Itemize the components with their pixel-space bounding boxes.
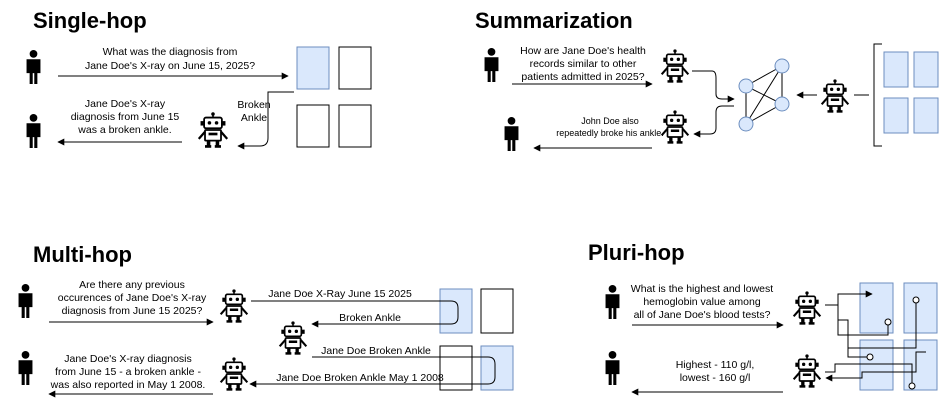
user-icon — [18, 284, 33, 318]
single-hop-answer-line-1: Jane Doe's X-ray — [85, 98, 166, 110]
graph-result-arrow — [693, 105, 734, 138]
graph-query-arrow — [692, 70, 735, 103]
document — [338, 104, 372, 148]
corpus-bracket — [873, 43, 882, 147]
multi-hop-question-line-2: occurences of Jane Doe's X-ray — [58, 292, 207, 304]
summarization-answer-line-2: repeatedly broke his ankle. — [556, 128, 664, 138]
pluri-hop-panel: Pluri-hop What is the highest and lowest… — [588, 240, 938, 396]
pluri-hop-answer-line-2: lowest - 160 g/l — [680, 372, 751, 384]
multi-hop-title: Multi-hop — [33, 242, 132, 267]
document — [439, 345, 473, 391]
user-icon — [18, 351, 33, 385]
single-hop-question-line-1: What was the diagnosis from — [103, 46, 238, 58]
robot-icon — [792, 290, 822, 326]
pluri-hop-answer-line-1: Highest - 110 g/l, — [676, 359, 755, 371]
knowledge-graph — [738, 58, 790, 132]
retrieved-answer-line-1: Broken — [237, 99, 270, 111]
document — [883, 97, 909, 134]
robot-icon — [660, 109, 690, 145]
multi-hop-answer-line-3: was also reported in May 1 2008. — [50, 379, 206, 391]
user-icon — [605, 285, 620, 319]
robot-icon — [219, 356, 249, 392]
pluri-hop-title: Pluri-hop — [588, 240, 685, 265]
document — [913, 97, 939, 134]
single-hop-title: Single-hop — [33, 8, 147, 33]
pluri-hop-question-line-2: hemoglobin value among — [643, 296, 760, 308]
user-icon — [484, 48, 499, 82]
single-hop-question-line-2: Jane Doe's X-ray on June 15, 2025? — [85, 60, 255, 72]
robot-icon — [820, 78, 850, 114]
document — [913, 51, 939, 88]
hop-1-result-arrow — [311, 300, 459, 328]
hop-2-query-label: Jane Doe Broken Ankle — [321, 345, 431, 357]
retrieval-arrow — [237, 91, 294, 150]
document — [480, 288, 514, 334]
summarization-title: Summarization — [475, 8, 633, 33]
fan-out-connectors — [825, 290, 926, 390]
single-hop-panel: Single-hop What was the diagnosis from J… — [26, 8, 372, 150]
summarization-panel: Summarization How are Jane Doe's health … — [475, 8, 939, 152]
hop-2-result-arrow — [249, 356, 496, 388]
retrieved-document — [439, 288, 473, 334]
hop-1-query-label: Jane Doe X-Ray June 15 2025 — [268, 288, 412, 300]
document — [883, 51, 909, 88]
hop-1-result-label: Broken Ankle — [339, 312, 401, 324]
single-hop-answer-line-3: was a broken ankle. — [77, 124, 171, 136]
user-icon — [26, 50, 41, 84]
document — [903, 282, 938, 334]
robot-icon — [278, 320, 308, 356]
summarization-answer-line-1: John Doe also — [581, 116, 639, 126]
user-icon — [605, 351, 620, 385]
retrieved-document — [296, 46, 330, 90]
multi-hop-panel: Multi-hop Are there any previous occuren… — [18, 242, 514, 398]
pluri-hop-question-line-3: all of Jane Doe's blood tests? — [634, 309, 771, 321]
document — [338, 46, 372, 90]
multi-hop-answer-line-1: Jane Doe's X-ray diagnosis — [64, 353, 192, 365]
robot-icon — [219, 288, 249, 324]
user-icon — [504, 117, 519, 151]
multi-hop-question-line-3: diagnosis from June 15 2025? — [62, 305, 203, 317]
robot-icon — [197, 111, 229, 149]
graph-node — [738, 78, 754, 94]
retrieved-answer-line-2: Ankle — [241, 112, 267, 124]
retrieved-document — [480, 345, 514, 391]
user-icon — [26, 114, 41, 148]
summarization-question-line-3: patients admitted in 2025? — [521, 71, 644, 83]
hop-2-result-label: Jane Doe Broken Ankle May 1 2008 — [276, 372, 444, 384]
multi-hop-answer-line-2: from June 15 - a broken ankle - — [55, 366, 201, 378]
document — [296, 104, 330, 148]
robot-icon — [660, 48, 690, 84]
multi-hop-question-line-1: Are there any previous — [79, 279, 185, 291]
pluri-hop-question-line-1: What is the highest and lowest — [631, 283, 773, 295]
graph-node — [738, 116, 754, 132]
single-hop-answer-line-2: diagnosis from June 15 — [71, 111, 180, 123]
graph-node — [774, 58, 790, 74]
summarization-question-line-2: records similar to other — [530, 58, 637, 70]
robot-icon — [792, 353, 822, 389]
summarization-question-line-1: How are Jane Doe's health — [520, 45, 646, 57]
graph-node — [774, 96, 790, 112]
